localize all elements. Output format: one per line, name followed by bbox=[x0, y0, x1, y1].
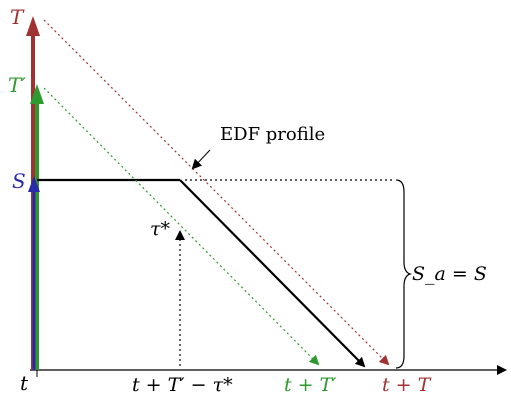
label-t-plus-T-prime-minus-tau: t + T′ − τ* bbox=[132, 374, 233, 396]
label-t-plus-T-prime: t + T′ bbox=[284, 374, 337, 396]
label-T: T bbox=[10, 5, 25, 29]
label-Sa-equals-S: S_a = S bbox=[412, 263, 487, 285]
edf-profile-pointer bbox=[191, 149, 211, 170]
label-t-plus-T: t + T bbox=[382, 374, 432, 396]
T-prime-arrow bbox=[30, 84, 44, 370]
Sa-brace bbox=[395, 179, 412, 369]
label-t: t bbox=[20, 371, 29, 395]
label-S: S bbox=[12, 169, 26, 193]
edf-profile-line bbox=[37, 178, 366, 368]
T-dotted-diagonal bbox=[43, 19, 390, 366]
label-tau-star: τ* bbox=[150, 218, 171, 240]
label-edf-profile: EDF profile bbox=[220, 124, 325, 145]
S-arrow bbox=[28, 176, 40, 370]
label-T-prime: T′ bbox=[8, 73, 26, 97]
